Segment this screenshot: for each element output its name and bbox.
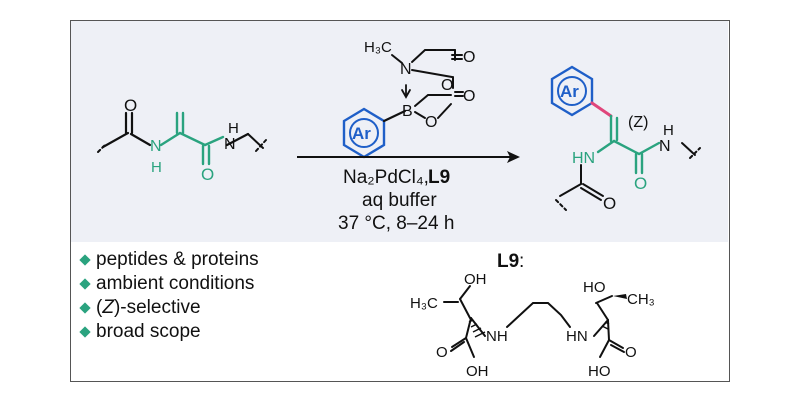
feature-text: ambient conditions [96, 273, 255, 294]
feature-text: broad scope [96, 321, 201, 342]
product-aryl-label: Ar [560, 82, 579, 101]
product [550, 65, 701, 211]
ligand-h3c: H₃C [410, 295, 438, 312]
temp-time-label: 37 °C, 8–24 h [338, 213, 454, 234]
product-stereo-label: (Z) [628, 114, 648, 131]
ligand-nh: NH [486, 328, 508, 345]
ligand-o-left: O [436, 344, 448, 361]
ligand-colon: : [519, 251, 524, 272]
ligand-ho: HO [583, 279, 606, 296]
feature-text: )-selective [113, 297, 201, 318]
ligand-ho-bottom: HO [588, 363, 611, 380]
ligand-o-right: O [625, 344, 637, 361]
feature-item: (Z)-selective [79, 296, 259, 320]
reagent-methyl: H₃C [364, 39, 392, 56]
sm-nh-hydrogen: H [151, 159, 162, 176]
reagent-boron: B [402, 103, 413, 120]
reagent-aryl-label: Ar [352, 124, 371, 143]
product-left-hn: HN [572, 150, 595, 167]
reagent-oxygen-bottom: O [425, 114, 437, 131]
product-amide-oxygen: O [634, 174, 647, 193]
feature-item: peptides & proteins [79, 248, 259, 272]
starting-material [97, 111, 267, 166]
ligand-name: L9 [497, 251, 519, 272]
feature-list: peptides & proteins ambient conditions (… [79, 248, 259, 344]
feature-text: peptides & proteins [96, 249, 259, 270]
feature-item: ambient conditions [79, 272, 259, 296]
reaction-panel [71, 21, 728, 242]
ligand-oh: OH [464, 271, 487, 288]
reagent-oxygen-mid: O [441, 77, 453, 94]
product-right-hydrogen: H [663, 122, 674, 139]
sm-carbonyl-oxygen: O [124, 96, 137, 115]
ligand-hn: HN [566, 328, 588, 345]
reagent-oxygen-top: O [463, 49, 475, 66]
reaction-arrow [297, 151, 520, 163]
reagent-nitrogen: N [400, 61, 412, 78]
product-carbonyl-oxygen: O [603, 194, 616, 213]
diamond-bullet-icon [79, 254, 91, 266]
reagent-oxygen-right: O [463, 88, 475, 105]
ligand-oh-bottom: OH [466, 363, 489, 380]
sm-amide-oxygen: O [201, 165, 214, 184]
mida-boronate-reagent [342, 49, 464, 159]
scheme-frame [70, 20, 730, 382]
feature-item: broad scope [79, 320, 259, 344]
sm-right-hydrogen: H [228, 120, 239, 137]
diamond-bullet-icon [79, 278, 91, 290]
product-right-nitrogen: N [659, 138, 671, 155]
ligand-wedge-right [613, 294, 627, 299]
diamond-bullet-icon [79, 302, 91, 314]
ligand-ref-label: L9 [428, 167, 450, 188]
diamond-bullet-icon [79, 326, 91, 338]
sm-right-nitrogen: N [224, 136, 236, 153]
ligand-ch3: CH₃ [627, 291, 655, 308]
sm-nh-nitrogen: N [150, 138, 162, 155]
ligand-hash-wedges [468, 319, 610, 338]
solvent-label: aq buffer [362, 190, 437, 211]
catalyst-label: Na₂PdCl₄, [343, 167, 429, 188]
